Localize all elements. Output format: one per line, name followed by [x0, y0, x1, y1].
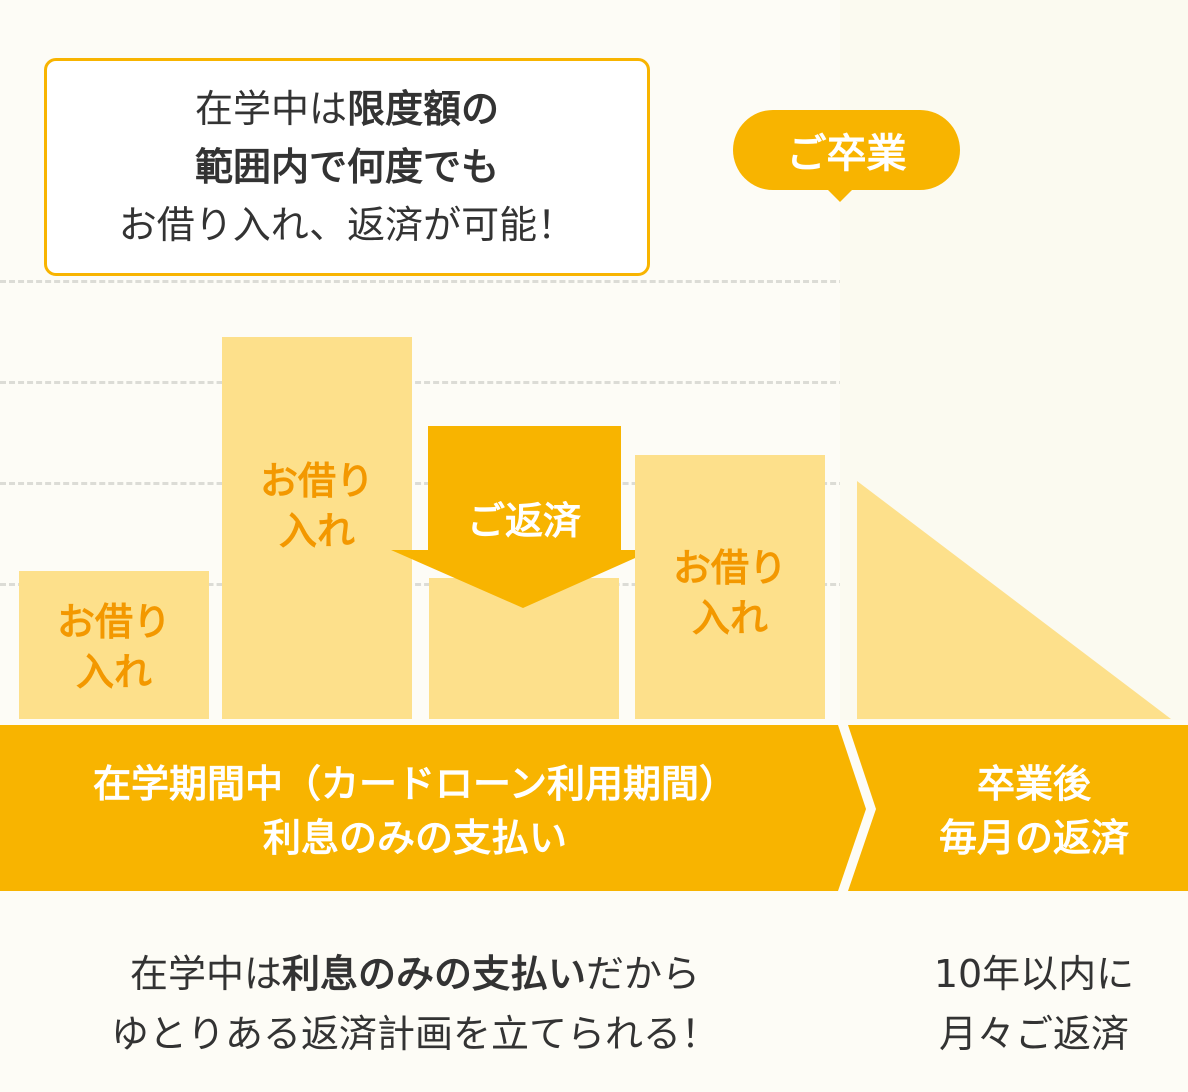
callout-line-2-bold: 範囲内で何度でも [194, 145, 499, 189]
study-period-label-line-2: 利息のみの支払い [262, 816, 567, 860]
after-graduation-label-line-2: 毎月の返済 [938, 816, 1129, 860]
repay-arrow [391, 426, 653, 608]
study-period-note-line-2: ゆとりある返済計画を立てられる！ [110, 1012, 719, 1056]
borrow-bar-1-label-line-2: 入れ [75, 650, 152, 694]
study-period-label: 在学期間中（カードローン利用期間） 利息のみの支払い [0, 757, 830, 865]
study-period-note-bold: 利息のみの支払い [281, 952, 586, 996]
callout-line-3: お借り入れ、返済が可能！ [118, 203, 576, 247]
borrow-bar-3-label-line-1: お借り [672, 546, 787, 590]
borrow-bar-2-label-line-1: お借り [259, 459, 374, 503]
after-graduation-label-line-1: 卒業後 [976, 762, 1091, 806]
study-period-label-line-1: 在学期間中（カードローン利用期間） [92, 762, 738, 806]
callout-line-1-prefix: 在学中は [194, 87, 347, 131]
timeline-band [0, 725, 1188, 891]
graduation-badge: ご卒業 [733, 110, 960, 190]
callout-box: 在学中は限度額の 範囲内で何度でも お借り入れ、返済が可能！ [44, 58, 650, 276]
study-period-note: 在学中は利息のみの支払いだから ゆとりある返済計画を立てられる！ [0, 944, 830, 1064]
borrow-bar-2-label: お借り 入れ [222, 456, 412, 556]
study-period-note-line-1: 在学中は利息のみの支払いだから [0, 944, 830, 1004]
callout-line-2: 範囲内で何度でも [195, 138, 499, 196]
borrow-bar-3-label: お借り 入れ [635, 543, 825, 643]
repay-label: ご返済 [466, 499, 581, 543]
after-graduation-label: 卒業後 毎月の返済 [880, 757, 1188, 865]
borrow-bar-3 [635, 455, 825, 719]
study-period-note-prefix: 在学中は [129, 952, 282, 996]
callout-line-1-bold: 限度額の [347, 87, 500, 131]
borrow-bar-2 [222, 337, 412, 719]
grid-line [0, 280, 1188, 283]
graduation-badge-pointer [826, 188, 854, 202]
after-graduation-note-line-2: 月々ご返済 [938, 1012, 1129, 1056]
borrow-bar-1-label-line-1: お借り [56, 600, 171, 644]
borrow-bar-2-label-line-2: 入れ [278, 509, 355, 553]
repayment-decline-triangle [857, 481, 1171, 719]
after-graduation-note-line-1: 10年以内に [933, 952, 1135, 996]
callout-line-1: 在学中は限度額の [195, 80, 499, 138]
after-graduation-note: 10年以内に 月々ご返済 [880, 944, 1188, 1064]
grid-line [0, 381, 1188, 384]
borrow-bar-1-label: お借り 入れ [19, 597, 209, 697]
borrow-bar-1 [19, 571, 209, 719]
borrow-bar-3-label-line-2: 入れ [691, 596, 768, 640]
study-period-note-suffix: だから [586, 952, 701, 996]
